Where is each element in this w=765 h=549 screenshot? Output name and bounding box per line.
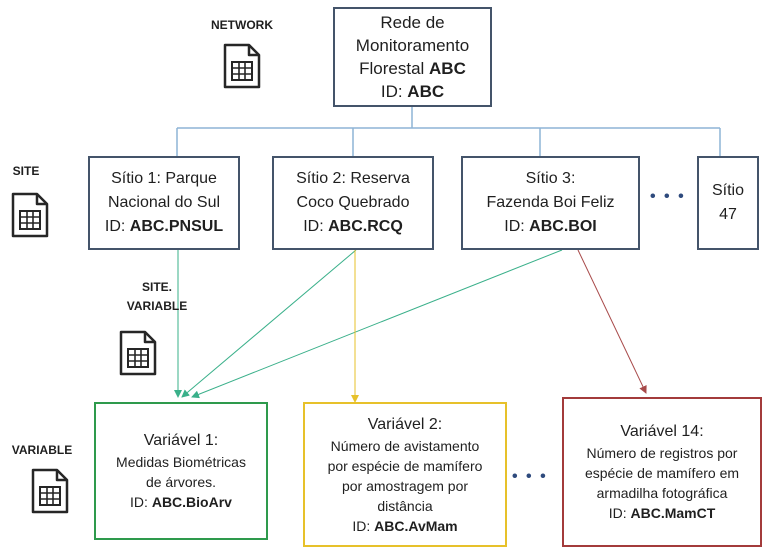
variable-box-2: Variável 2: Número de avistamento por es… bbox=[303, 402, 507, 547]
hierarchy-tree-lines bbox=[176, 107, 721, 156]
variable-box-14: Variável 14: Número de registros por esp… bbox=[562, 397, 762, 547]
spreadsheet-icon bbox=[11, 192, 49, 238]
spreadsheet-icon bbox=[31, 468, 69, 514]
variable-2-desc-line2: por espécie de mamífero bbox=[327, 457, 483, 474]
link-site3-var14 bbox=[577, 249, 647, 394]
variable-2-desc-line3: por amostragem por bbox=[341, 477, 469, 494]
variable-1-id: ID: ABC.BioArv bbox=[130, 494, 232, 510]
variable-box-1: Variável 1: Medidas Biométricas de árvor… bbox=[94, 402, 268, 540]
level-label-network: NETWORK bbox=[211, 18, 273, 32]
ellipsis-sites: • • • bbox=[650, 188, 686, 205]
network-name-line2: Monitoramento bbox=[355, 36, 470, 55]
level-label-site: SITE bbox=[12, 164, 40, 178]
site-box-47: Sítio 47 bbox=[697, 156, 759, 250]
variable-2-id: ID: ABC.AvMam bbox=[352, 517, 458, 534]
variable-14-desc-line2: espécie de mamífero em bbox=[584, 465, 740, 481]
variable-14-id: ID: ABC.MamCT bbox=[608, 505, 716, 521]
ellipsis-variables: • • • bbox=[512, 468, 548, 485]
network-id: ID: ABC bbox=[380, 82, 445, 101]
site-box-1: Sítio 1: Parque Nacional do Sul ID: ABC.… bbox=[88, 156, 240, 250]
site-47-name-line2: 47 bbox=[719, 206, 737, 223]
site-3-name-line1: Sítio 3: bbox=[525, 170, 576, 187]
variable-1-desc-line2: de árvores. bbox=[145, 474, 217, 490]
site-3-name-line2: Fazenda Boi Feliz bbox=[486, 194, 615, 211]
level-label-variable: VARIABLE bbox=[11, 443, 73, 457]
level-label-site-variable: SITE. VARIABLE bbox=[126, 280, 188, 313]
network-name-line1: Rede de bbox=[380, 13, 445, 32]
site-2-name-line1: Sítio 2: Reserva bbox=[296, 170, 410, 187]
site-box-3: Sítio 3: Fazenda Boi Feliz ID: ABC.BOI bbox=[461, 156, 640, 250]
variable-2-title: Variável 2: bbox=[367, 415, 443, 433]
network-name-line3: Florestal ABC bbox=[359, 59, 466, 78]
variable-14-desc-line1: Número de registros por bbox=[586, 445, 738, 461]
site-2-id: ID: ABC.RCQ bbox=[303, 218, 403, 235]
link-site3-var1 bbox=[191, 249, 563, 399]
site-1-name-line2: Nacional do Sul bbox=[107, 194, 221, 211]
variable-14-title: Variável 14: bbox=[620, 423, 704, 440]
variable-14-desc-line3: armadilha fotográfica bbox=[596, 485, 728, 501]
spreadsheet-icon bbox=[119, 330, 157, 376]
site-box-2: Sítio 2: Reserva Coco Quebrado ID: ABC.R… bbox=[272, 156, 434, 250]
site-2-name-line2: Coco Quebrado bbox=[296, 194, 410, 211]
network-box: Rede de Monitoramento Florestal ABC ID: … bbox=[333, 7, 492, 107]
site-1-name-line1: Sítio 1: Parque bbox=[111, 170, 217, 187]
link-site2-var1 bbox=[181, 249, 357, 398]
site-1-id: ID: ABC.PNSUL bbox=[104, 218, 224, 235]
site-47-name-line1: Sítio bbox=[711, 182, 744, 199]
variable-2-desc-line1: Número de avistamento bbox=[330, 437, 480, 454]
variable-1-title: Variável 1: bbox=[143, 432, 219, 449]
variable-1-desc-line1: Medidas Biométricas bbox=[116, 454, 246, 470]
variable-2-desc-line4: distância bbox=[377, 497, 433, 514]
site-3-id: ID: ABC.BOI bbox=[504, 218, 597, 235]
spreadsheet-icon bbox=[223, 43, 261, 89]
